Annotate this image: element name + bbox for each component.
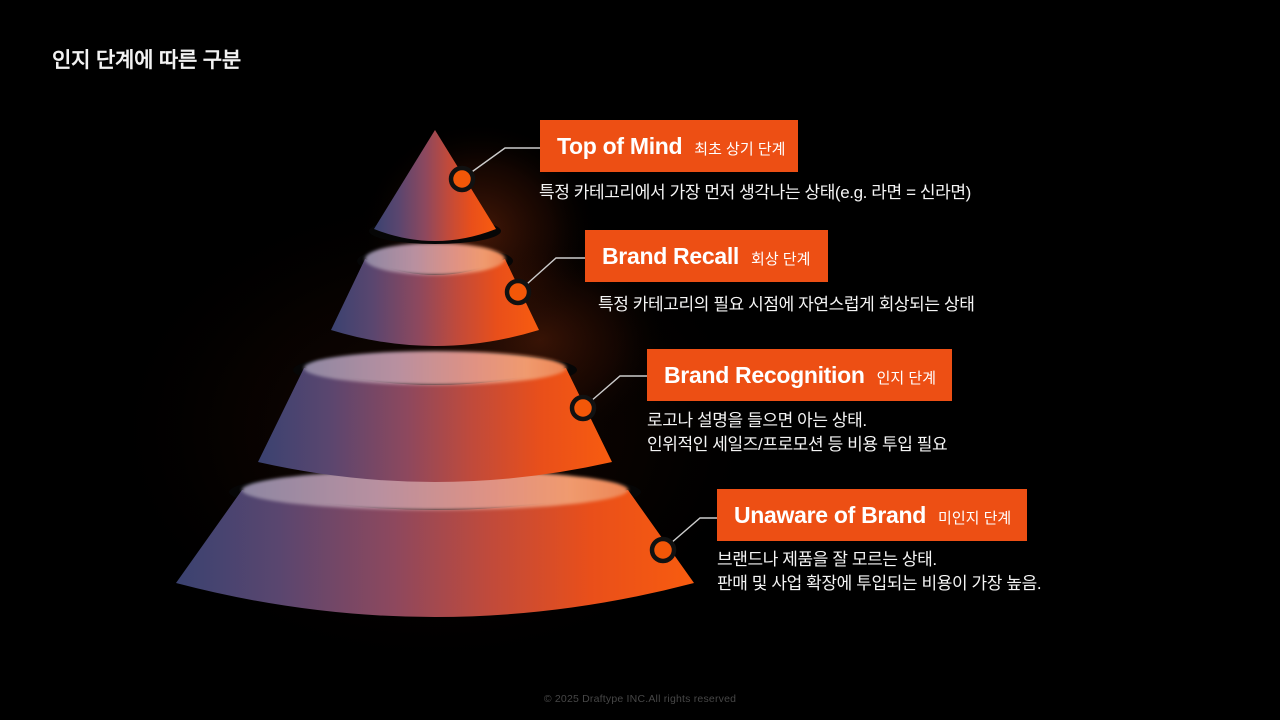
- stage-name: Brand Recognition: [664, 361, 865, 388]
- connector-dots: [448, 165, 677, 564]
- pyramid-layer-top-of-mind: [369, 130, 501, 244]
- connector-dot-icon: [649, 536, 677, 564]
- connector-dot-icon: [448, 165, 476, 193]
- stage-korean-label: 회상 단계: [751, 250, 811, 268]
- page-title: 인지 단계에 따른 구분: [52, 49, 241, 72]
- connector-line-unaware-of-brand: [662, 517, 717, 551]
- stage-description-brand-recognition: 로고나 설명을 들으면 아는 상태. 인위적인 세일즈/프로모션 등 비용 투입…: [647, 411, 948, 454]
- stage-description-unaware-of-brand: 브랜드나 제품을 잘 모르는 상태. 판매 및 사업 확장에 투입되는 비용이 …: [717, 550, 1042, 593]
- pyramid-layer-unaware-of-brand: [176, 470, 694, 617]
- connector-dot-icon: [504, 278, 532, 306]
- stage-name: Top of Mind: [557, 132, 683, 159]
- stage-label-top-of-mind: Top of Mind 최초 상기 단계: [540, 120, 798, 172]
- stage-description-top-of-mind: 특정 카테고리에서 가장 먼저 생각나는 상태(e.g. 라면 = 신라면): [539, 183, 971, 202]
- stage-description-brand-recall: 특정 카테고리의 필요 시점에 자연스럽게 회상되는 상태: [598, 295, 975, 314]
- stage-label-brand-recall: Brand Recall 회상 단계: [585, 230, 828, 282]
- connector-line-brand-recognition: [582, 375, 647, 409]
- stage-korean-label: 최초 상기 단계: [694, 140, 786, 158]
- connector-dot-icon: [569, 394, 597, 422]
- stage-label-brand-recognition: Brand Recognition 인지 단계: [647, 349, 952, 401]
- copyright-text: © 2025 Draftype INC.All rights reserved: [543, 693, 737, 705]
- stage-name: Unaware of Brand: [734, 501, 927, 528]
- connector-lines: [461, 147, 717, 551]
- connector-line-brand-recall: [517, 257, 585, 293]
- stage-korean-label: 미인지 단계: [938, 509, 1012, 527]
- stage-korean-label: 인지 단계: [876, 369, 936, 387]
- pyramid-layer-brand-recall: [331, 243, 539, 346]
- stage-label-unaware-of-brand: Unaware of Brand 미인지 단계: [717, 489, 1027, 541]
- connector-line-top-of-mind: [461, 147, 540, 180]
- pyramid-layer-brand-recognition: [258, 351, 612, 482]
- stage-name: Brand Recall: [602, 242, 740, 269]
